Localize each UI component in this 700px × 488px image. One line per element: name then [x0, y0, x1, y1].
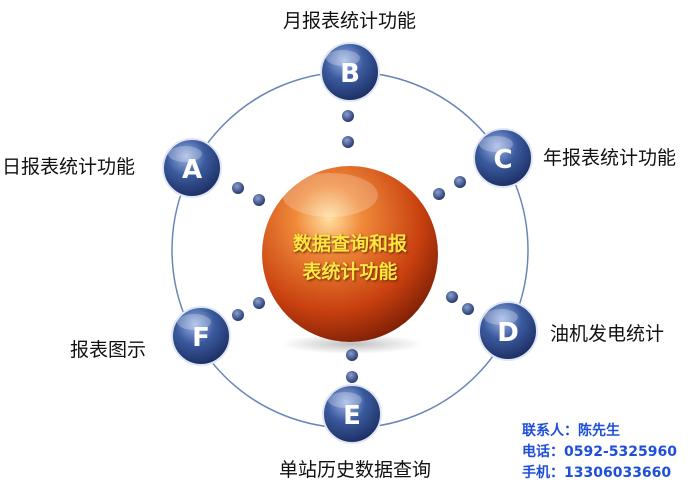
connector-dot: [446, 291, 458, 303]
connector-dot: [253, 194, 265, 206]
node-a: [162, 138, 222, 198]
contact-person: 联系人：陈先生: [522, 423, 620, 439]
contact-mobile: 手机：13306033660: [522, 465, 672, 481]
center-title-line2: 表统计功能: [302, 261, 398, 283]
contact-phone: 电话：0592-5325960: [522, 444, 677, 460]
node-letter-b: B: [340, 59, 360, 89]
connector-dot: [232, 182, 244, 194]
center-title: 数据查询和报 表统计功能: [268, 230, 432, 286]
connector-dot: [232, 309, 244, 321]
label-d: 油机发电统计: [550, 323, 665, 345]
node-f: [171, 306, 231, 366]
node-letter-e: E: [343, 401, 361, 431]
connector-dots: [232, 110, 474, 383]
label-a: 日报表统计功能: [2, 156, 136, 178]
node-letter-c: C: [493, 145, 512, 175]
node-b: [320, 42, 380, 102]
node-letter-d: D: [497, 318, 519, 348]
center-title-line1: 数据查询和报: [292, 233, 407, 255]
label-b: 月报表统计功能: [283, 10, 417, 32]
connector-dot: [433, 188, 445, 200]
node-c: [473, 128, 533, 188]
connector-dot: [454, 176, 466, 188]
label-f: 报表图示: [70, 339, 147, 361]
node-letter-a: A: [182, 155, 202, 185]
connector-dot: [342, 136, 354, 148]
connector-dot: [253, 297, 265, 309]
center-shadow: [282, 334, 422, 354]
connector-dot: [346, 371, 358, 383]
node-e: [322, 384, 382, 444]
node-d: [478, 301, 538, 361]
connector-dot: [342, 110, 354, 122]
center-sphere: [262, 166, 438, 342]
node-letter-f: F: [192, 323, 210, 353]
label-c: 年报表统计功能: [543, 147, 677, 169]
connector-dot: [462, 303, 474, 315]
label-e: 单站历史数据查询: [279, 459, 432, 481]
center-highlight: [282, 173, 378, 217]
